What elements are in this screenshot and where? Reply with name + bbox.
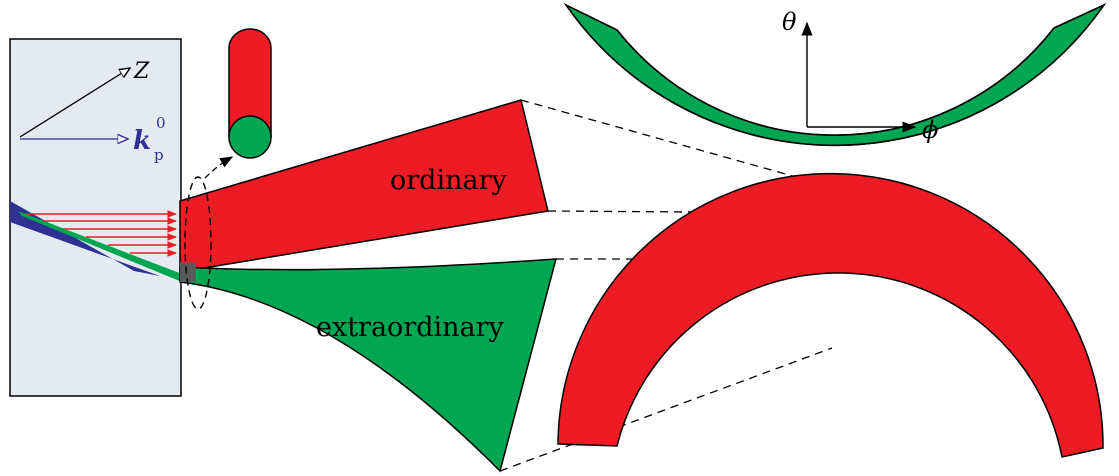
extraordinary-ring-outline: [565, 3, 1107, 147]
z-axis-label: Z: [133, 59, 150, 84]
kp-superscript: 0: [156, 114, 166, 132]
extraordinary-label: extraordinary: [316, 312, 505, 343]
cylinder-icon: [228, 28, 272, 159]
theta-label: θ: [782, 8, 797, 36]
extraordinary-cone-ring: [565, 3, 1107, 147]
beam-overlap-exit: [180, 262, 196, 282]
kp-subscript: p: [154, 146, 164, 164]
extraordinary-beam: [179, 258, 557, 473]
extraordinary-ray: [18, 211, 182, 282]
ordinary-label: ordinary: [390, 165, 507, 196]
zoom-arrow: [204, 156, 234, 179]
exit-aperture-ellipse: [184, 176, 212, 310]
ordinary-cone-ring: [557, 172, 1104, 458]
z-axis-arrow: [19, 68, 130, 138]
phi-label: ϕ: [922, 116, 938, 144]
kp-symbol: k: [133, 126, 151, 156]
walkoff-rays: [24, 210, 177, 257]
